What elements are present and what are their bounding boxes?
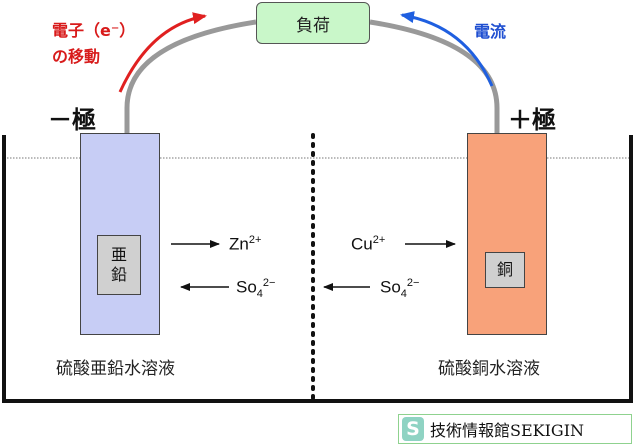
wire-right <box>369 19 500 134</box>
so4-left-charge: 2− <box>262 277 276 289</box>
zn-ion-label: Zn2+ <box>229 234 261 255</box>
cu-ion-base: Cu <box>351 234 373 254</box>
zinc-metal-text: 亜 鉛 <box>110 245 127 284</box>
electron-label-line1: 電子（e⁻） <box>52 21 136 40</box>
current-flow-label: 電流 <box>474 22 507 41</box>
electron-flow-label: 電子（e⁻） の移動 <box>52 18 135 70</box>
load-label: 負荷 <box>296 15 330 36</box>
copper-metal-text: 銅 <box>496 260 513 279</box>
wire-left <box>124 19 257 134</box>
so4-right-base: So <box>380 277 401 297</box>
cu-ion-label: Cu2+ <box>351 234 385 255</box>
credit-logo-icon: S <box>402 417 424 441</box>
current-flow-arrow <box>400 11 494 87</box>
copper-metal-label: 銅 <box>485 252 525 288</box>
so4-left-sub: 4 <box>256 288 263 301</box>
zn-ion-charge: 2+ <box>248 234 262 246</box>
load-box: 負荷 <box>256 2 370 44</box>
container <box>2 135 633 403</box>
so4-right-sub: 4 <box>400 288 407 301</box>
zn-ion-base: Zn <box>229 234 249 254</box>
zinc-metal-label: 亜 鉛 <box>97 235 141 295</box>
credit-text: 技術情報館SEKIGIN <box>430 421 585 440</box>
cu-ion-charge: 2+ <box>372 234 386 246</box>
electron-flow-arrow <box>118 12 207 93</box>
electron-label-line2: の移動 <box>52 47 101 66</box>
negative-pole-label: －極 <box>48 106 96 134</box>
so4-right-charge: 2− <box>406 277 420 289</box>
zinc-electrode <box>80 133 160 335</box>
copper-electrode <box>467 133 547 335</box>
so4-right-label: So42− <box>380 277 419 300</box>
so4-left-base: So <box>236 277 257 297</box>
zinc-sulfate-solution-label: 硫酸亜鉛水溶液 <box>56 359 175 379</box>
positive-pole-label: ＋極 <box>508 106 556 134</box>
so4-left-label: So42− <box>236 277 275 300</box>
copper-sulfate-solution-label: 硫酸銅水溶液 <box>438 359 540 379</box>
credit-badge: S 技術情報館SEKIGIN <box>398 414 632 444</box>
